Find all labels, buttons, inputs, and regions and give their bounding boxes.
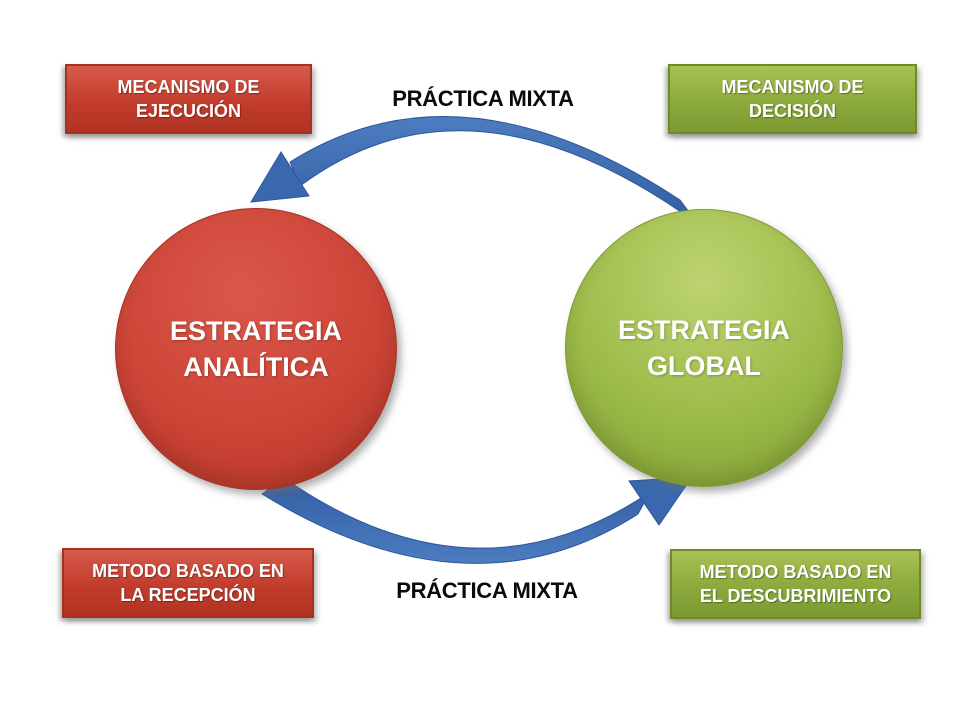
- box-mecanismo-ejecucion: MECANISMO DE EJECUCIÓN: [65, 64, 312, 134]
- cycle-arrow-top-band: [289, 116, 699, 225]
- box-line: LA RECEPCIÓN: [120, 585, 256, 605]
- box-line: MECANISMO DE: [117, 77, 260, 97]
- box-mecanismo-decision: MECANISMO DE DECISIÓN: [668, 64, 917, 134]
- box-line: EJECUCIÓN: [135, 101, 242, 121]
- label-practica-mixta-top: PRÁCTICA MIXTA: [392, 86, 574, 111]
- box-line: MECANISMO DE: [721, 77, 864, 97]
- circle-line: ANALÍTICA: [183, 352, 329, 382]
- box-line: METODO BASADO EN: [92, 561, 284, 581]
- box-metodo-recepcion: METODO BASADO EN LA RECEPCIÓN: [62, 548, 314, 618]
- circle-line: GLOBAL: [647, 351, 761, 381]
- box-line: METODO BASADO EN: [699, 562, 892, 582]
- circle-line: ESTRATEGIA: [617, 315, 790, 345]
- circle-estrategia-global: ESTRATEGIA GLOBAL: [565, 209, 843, 487]
- circle-estrategia-analitica: ESTRATEGIA ANALÍTICA: [115, 208, 397, 490]
- label-practica-mixta-bottom: PRÁCTICA MIXTA: [396, 578, 578, 603]
- circle-line: ESTRATEGIA: [169, 316, 342, 346]
- box-line: DECISIÓN: [748, 101, 836, 121]
- cycle-arrow-bottom-band: [261, 477, 651, 564]
- box-metodo-descubrimiento: METODO BASADO EN EL DESCUBRIMIENTO: [670, 549, 921, 619]
- cycle-arrow-top-head: [250, 151, 310, 203]
- box-line: EL DESCUBRIMIENTO: [699, 586, 892, 606]
